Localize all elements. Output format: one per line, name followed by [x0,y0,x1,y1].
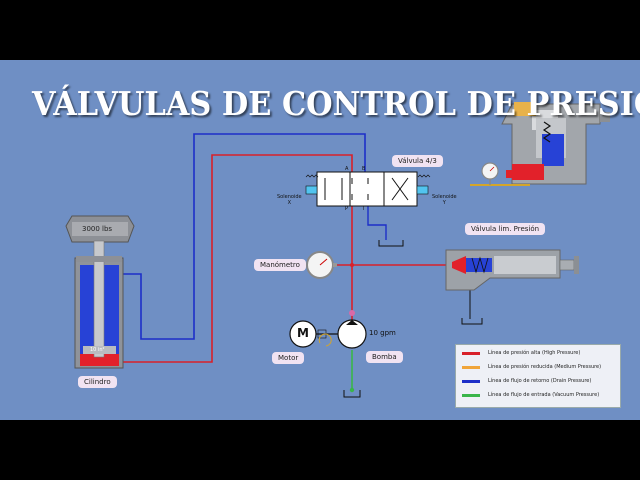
port-p: P [345,206,349,212]
directional-valve [305,171,431,207]
tank-symbol [378,240,404,247]
tank-line-valve [367,206,387,240]
relief-valve-label: Válvula lim. Presión [465,223,546,235]
legend-label: Línea de presión reducida (Medium Pressu… [488,364,602,370]
legend-item: Línea de flujo de entrada (Vacuum Pressu… [462,390,599,400]
cylinder-area-label: 10 in² [90,347,105,353]
legend-swatch [462,351,480,355]
relief-valve [445,249,579,291]
cylinder-label: Cilindro [78,376,117,388]
gauge-label: Manómetro [254,259,306,271]
diagram-canvas: VÁLVULAS DE CONTROL DE PRESIÓN 3000 lbs … [0,60,640,420]
legend-swatch [462,379,480,383]
valve43-label: Válvula 4/3 [392,155,443,167]
reservoir-symbol [343,390,361,398]
motor-label: Motor [272,352,305,364]
return-line [120,133,366,340]
port-t: T [362,206,366,212]
legend-item: Línea de presión reducida (Medium Pressu… [462,362,601,372]
small-gauge [481,162,499,180]
motor-symbol: M [297,326,309,340]
hydraulic-lines [65,102,610,398]
motor-pump [289,319,367,349]
page-title: VÁLVULAS DE CONTROL DE PRESIÓN [32,84,640,123]
legend-label: Línea de flujo de entrada (Vacuum Pressu… [488,392,600,398]
legend-label: Línea de flujo de retorno (Drain Pressur… [488,378,592,384]
port-b: B [362,166,366,172]
legend-item: Línea de flujo de retorno (Drain Pressur… [462,376,591,386]
cylinder [65,215,135,369]
relief-valve-cutaway [470,102,610,186]
solenoid-x-label: Solenoide X [277,194,302,206]
pressure-line-cylinder [121,154,353,363]
pump-flow: 10 gpm [369,329,396,337]
solenoid-y-label: Solenoide Y [432,194,457,206]
port-a: A [345,166,349,172]
legend-swatch [462,365,480,369]
cylinder-load-label: 3000 lbs [82,225,113,233]
pressure-gauge [306,251,337,279]
legend: Línea de presión alta (High Pressure) Lí… [455,344,621,408]
pump-label: Bomba [366,351,403,363]
legend-item: Línea de presión alta (High Pressure) [462,348,580,358]
legend-swatch [462,393,480,397]
legend-label: Línea de presión alta (High Pressure) [488,350,581,356]
